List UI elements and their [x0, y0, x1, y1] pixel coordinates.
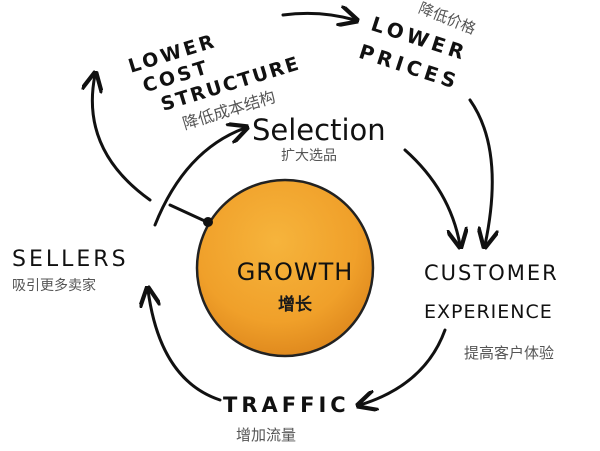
edge-sellers-to-lower-cost	[92, 75, 152, 202]
edge-traffic-to-sellers	[148, 290, 222, 402]
node-customer-line2: EXPERIENCE	[424, 301, 553, 323]
edge-growth-to-flywheel	[168, 203, 209, 224]
node-selection-cn: 扩大选品	[281, 148, 337, 164]
node-traffic: TRAFFIC 增加流量	[223, 393, 350, 444]
node-customer-cn: 提高客户体验	[464, 344, 554, 362]
edge-lower-cost-to-lower-prices	[281, 13, 355, 20]
pivot-dot	[203, 217, 213, 227]
node-lower-prices: LOWER PRICES 降低价格	[356, 0, 478, 94]
growth-circle	[195, 178, 375, 358]
edge-sellers-to-selection	[153, 128, 245, 227]
node-selection: Selection 扩大选品	[252, 113, 386, 164]
node-customer-experience: CUSTOMER EXPERIENCE 提高客户体验	[424, 261, 559, 362]
node-customer-line1: CUSTOMER	[424, 261, 559, 285]
node-sellers: SELLERS 吸引更多卖家	[12, 247, 129, 294]
node-sellers-label: SELLERS	[12, 247, 129, 272]
growth-label: GROWTH	[237, 258, 354, 286]
node-sellers-cn: 吸引更多卖家	[12, 277, 96, 294]
node-selection-label: Selection	[252, 113, 386, 147]
node-traffic-label: TRAFFIC	[223, 393, 350, 417]
edge-customer-experience-to-traffic	[360, 328, 447, 405]
edge-lower-prices-to-customer-experience	[468, 98, 492, 245]
edge-selection-to-customer-experience	[403, 148, 460, 245]
node-traffic-cn: 增加流量	[236, 426, 296, 444]
growth-node: GROWTH 增长	[195, 178, 375, 358]
growth-label-cn: 增长	[278, 294, 313, 315]
